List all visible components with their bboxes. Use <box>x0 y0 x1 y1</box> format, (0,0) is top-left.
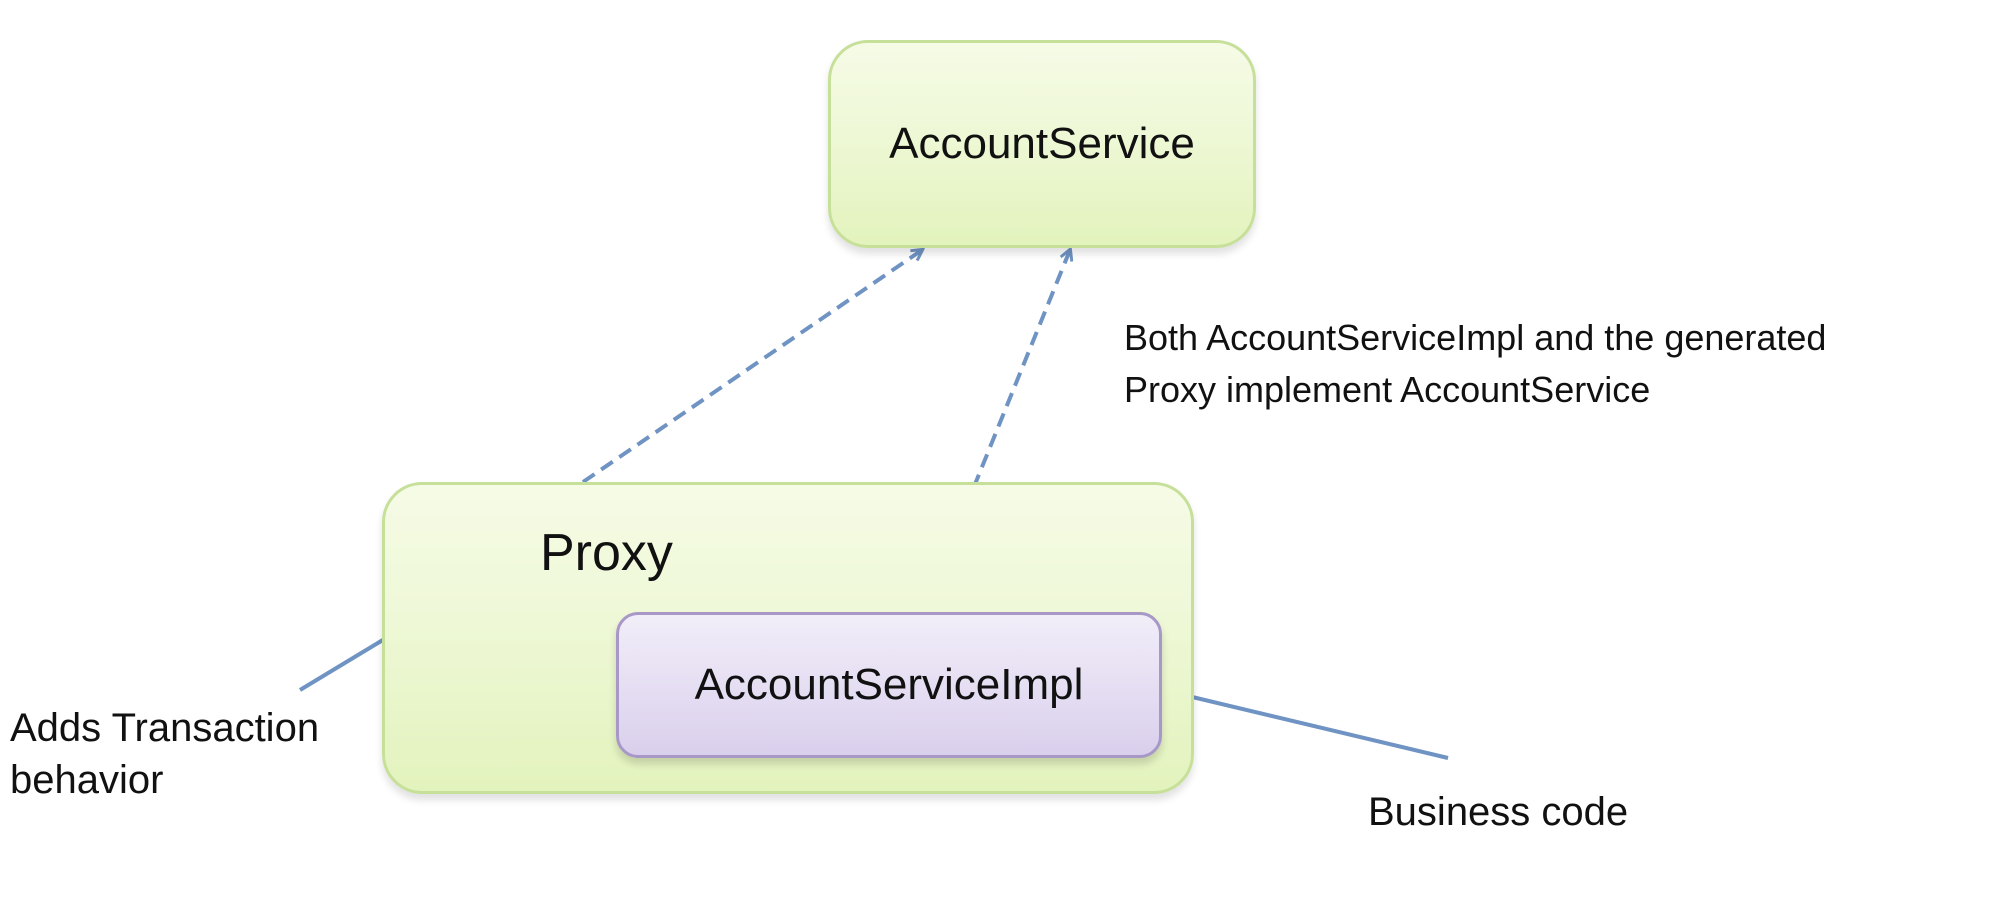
implement-annotation: Both AccountServiceImpl and the generate… <box>1124 312 1826 416</box>
account-service-impl-node: AccountServiceImpl <box>616 612 1162 758</box>
transaction-annotation-line-1: Adds Transaction <box>10 706 320 750</box>
proxy-label: Proxy <box>540 524 673 582</box>
proxy-implements-arrow <box>581 250 922 484</box>
business-code-annotation: Business code <box>1368 786 1628 838</box>
transaction-annotation-line-2: behavior <box>10 758 164 802</box>
transaction-annotation: Adds Transaction behavior <box>10 702 319 806</box>
account-service-impl-label: AccountServiceImpl <box>694 660 1084 709</box>
implement-annotation-line-1: Both AccountServiceImpl and the generate… <box>1124 317 1827 358</box>
account-service-node: AccountService <box>828 40 1256 248</box>
account-service-label: AccountService <box>889 119 1195 168</box>
implement-annotation-line-2: Proxy implement AccountService <box>1124 369 1651 410</box>
business-pointer-arrow <box>1163 690 1449 760</box>
business-code-label: Business code <box>1368 790 1629 834</box>
